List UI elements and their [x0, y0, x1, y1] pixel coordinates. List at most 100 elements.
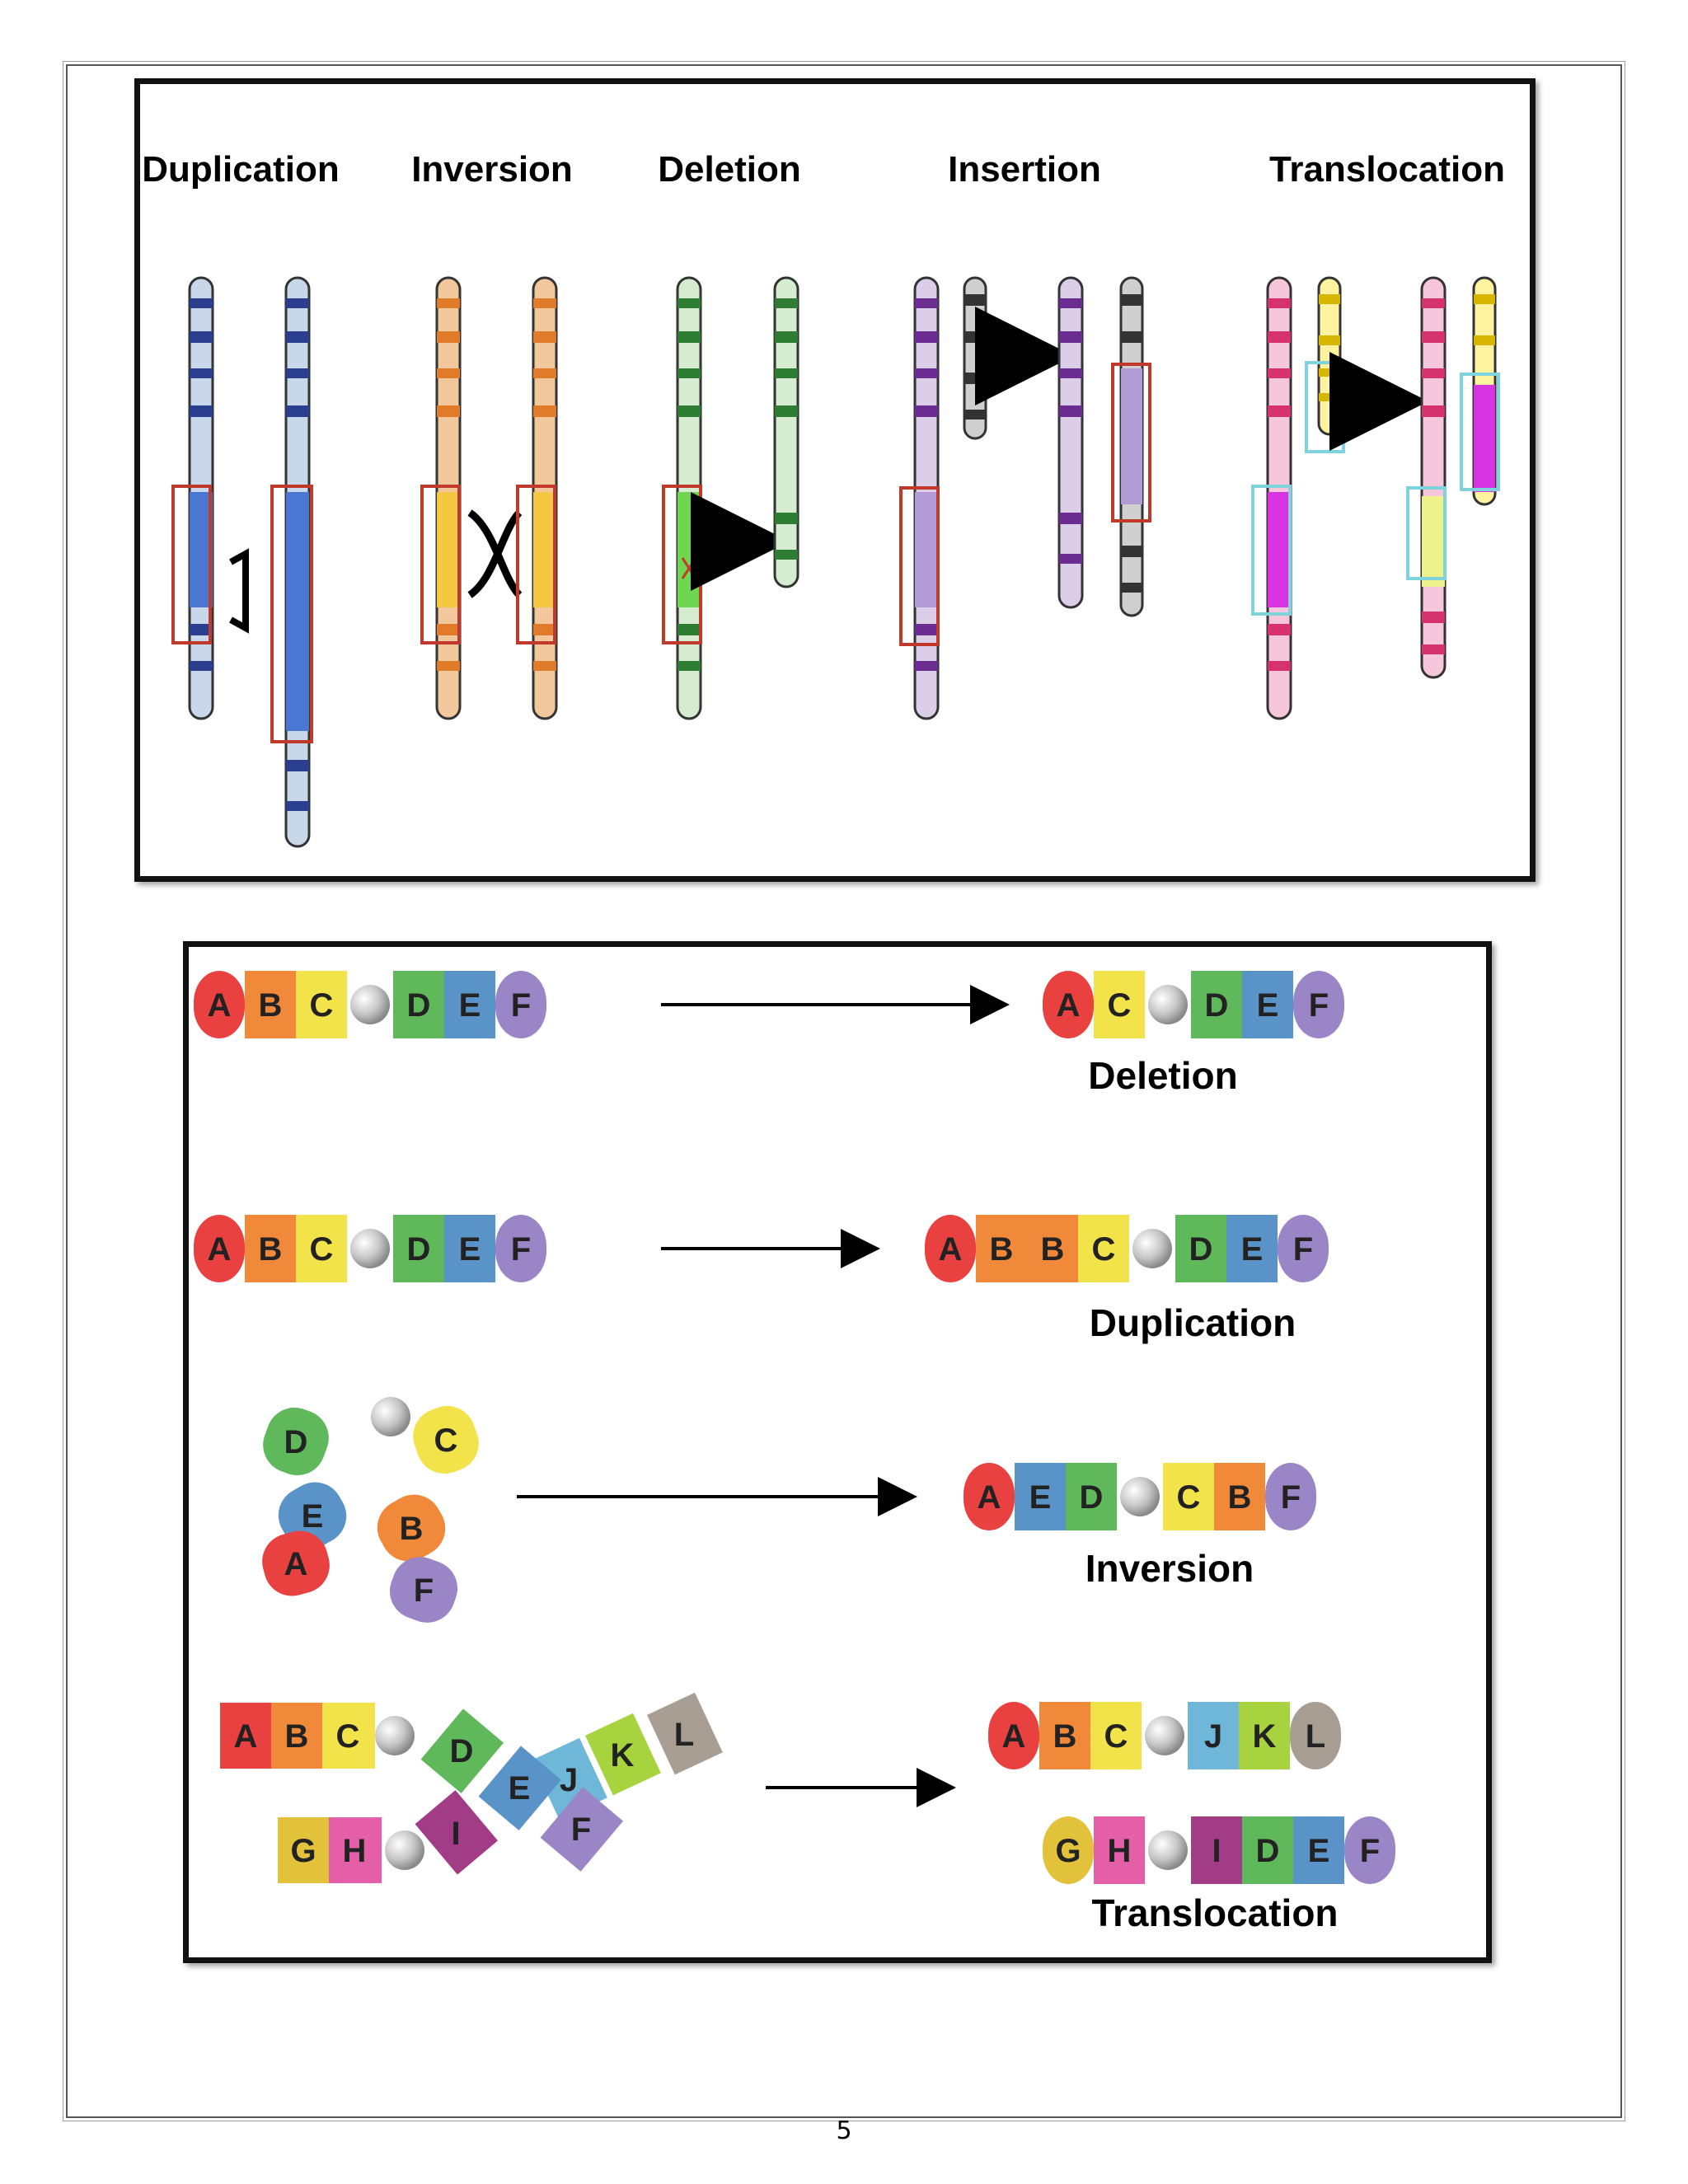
segment-letter: C — [336, 1718, 360, 1755]
duplication-before-segment: F — [495, 1215, 546, 1282]
duplication-chromosome-after — [284, 276, 311, 848]
deletion-after-segment: E — [1242, 971, 1293, 1038]
deletion-after-segment: F — [1293, 971, 1344, 1038]
label-translocation: Translocation — [1269, 149, 1505, 190]
segment-letter: C — [434, 1422, 458, 1459]
translocation-after-top-segment: A — [988, 1702, 1039, 1769]
inversion-chromosome-before — [435, 276, 462, 720]
segment-letter: F — [414, 1572, 434, 1609]
page-border — [63, 61, 1625, 2121]
segment-letter: J — [1204, 1718, 1222, 1755]
inversion-before-segment — [377, 1494, 446, 1562]
insertion-chromosome-after — [1057, 276, 1084, 609]
deletion-before-segment: A — [194, 971, 245, 1038]
translocation-centromere-bead-top — [375, 1716, 415, 1755]
translocation-chromosome-a-after — [1420, 276, 1447, 679]
segment-letter: H — [1108, 1833, 1132, 1869]
deletion-after-segment: A — [1043, 971, 1094, 1038]
segment-letter: E — [459, 987, 481, 1024]
inversion-after-segment: D — [1066, 1463, 1117, 1530]
translocation-after-bottom-segment: E — [1293, 1816, 1344, 1884]
label-insertion: Insertion — [948, 149, 1101, 190]
segment-letter: D — [1080, 1479, 1104, 1516]
translocation-before-top-segment — [420, 1708, 504, 1793]
segment-letter: A — [208, 987, 232, 1024]
segment-letter: B — [259, 1231, 283, 1268]
translocation-before-cross-segment — [584, 1713, 661, 1796]
translocation-after-bottom-segment: F — [1344, 1816, 1395, 1884]
centromere-bead — [1132, 1229, 1172, 1268]
duplication-before-segment: B — [245, 1215, 296, 1282]
inversion-after-segment: A — [964, 1463, 1015, 1530]
centromere-bead — [1145, 1716, 1184, 1755]
translocation-before-bottom-segment — [329, 1817, 382, 1883]
segment-letter: A — [284, 1546, 308, 1582]
translocation-before-top-segment — [271, 1703, 324, 1769]
translocation-highlight-box-a — [1251, 485, 1292, 616]
caption-translocation: Translocation — [1091, 1891, 1338, 1934]
inversion-after-segment: E — [1015, 1463, 1066, 1530]
translocation-after-top-segment: L — [1290, 1702, 1341, 1769]
segment-letter: D — [1256, 1833, 1280, 1869]
translocation-after-bottom-segment: I — [1191, 1816, 1242, 1884]
duplication-before-segment: A — [194, 1215, 245, 1282]
segment-letter: L — [674, 1717, 694, 1753]
segment-letter: B — [1053, 1718, 1077, 1755]
translocation-after-top-segment: J — [1188, 1702, 1239, 1769]
segment-letter: B — [990, 1231, 1014, 1268]
segment-letter: D — [1189, 1231, 1213, 1268]
duplication-before-segment: C — [296, 1215, 347, 1282]
deletion-chromosome-after — [773, 276, 799, 588]
duplication-highlight-box-after — [270, 485, 313, 743]
deletion-after-segment: D — [1191, 971, 1242, 1038]
segment-letter: D — [450, 1733, 474, 1769]
translocation-after-bottom-segment: G — [1043, 1816, 1094, 1884]
centromere-bead — [1148, 985, 1188, 1024]
translocation-centromere-bead-bottom — [385, 1830, 424, 1870]
translocation-after-top-segment: B — [1039, 1702, 1090, 1769]
segment-letter: A — [978, 1479, 1001, 1516]
inversion-before-segment — [413, 1405, 479, 1474]
segment-letter: F — [571, 1811, 591, 1848]
duplication-arrow — [229, 548, 249, 634]
insertion-chromosome-before — [913, 276, 940, 720]
segment-letter: B — [285, 1718, 309, 1755]
segment-letter: F — [1360, 1833, 1380, 1869]
duplication-before-segment: D — [393, 1215, 444, 1282]
translocation-after-bottom-segment: H — [1094, 1816, 1145, 1884]
segment-letter: D — [407, 987, 431, 1024]
inversion-before-segment — [263, 1407, 329, 1476]
segment-letter: H — [343, 1833, 367, 1869]
deletion-before-segment: B — [245, 971, 296, 1038]
deletion-before-segment: D — [393, 971, 444, 1038]
translocation-highlight-box-a-after — [1406, 486, 1447, 580]
inversion-before-segment — [262, 1530, 330, 1596]
segment-letter: C — [310, 987, 334, 1024]
duplication-after-segment: A — [925, 1215, 976, 1282]
segment-letter: E — [302, 1498, 324, 1535]
duplication-after-segment: B — [1027, 1215, 1078, 1282]
inversion-after-segment: B — [1214, 1463, 1265, 1530]
segment-letter: D — [407, 1231, 431, 1268]
segment-letter: E — [509, 1770, 531, 1807]
segment-letter: A — [1057, 987, 1081, 1024]
duplication-highlight-box — [171, 485, 212, 644]
insertion-highlight-box — [899, 486, 940, 646]
segment-letter: E — [1308, 1833, 1330, 1869]
segment-letter: F — [1309, 987, 1329, 1024]
translocation-chromosome-b-before — [1317, 276, 1342, 436]
segment-letter: J — [560, 1762, 578, 1798]
segment-letter: C — [1104, 1718, 1128, 1755]
centromere-bead — [1148, 1830, 1188, 1870]
caption-deletion: Deletion — [1088, 1054, 1237, 1097]
insertion-highlight-box-after — [1111, 363, 1151, 523]
segment-letter: F — [1281, 1479, 1301, 1516]
translocation-before-bottom-segment — [278, 1817, 331, 1883]
segment-letter: C — [1177, 1479, 1201, 1516]
segment-letter: E — [1257, 987, 1279, 1024]
segment-letter: B — [400, 1511, 424, 1547]
inversion-after-segment: C — [1163, 1463, 1214, 1530]
segment-letter: F — [511, 1231, 531, 1268]
